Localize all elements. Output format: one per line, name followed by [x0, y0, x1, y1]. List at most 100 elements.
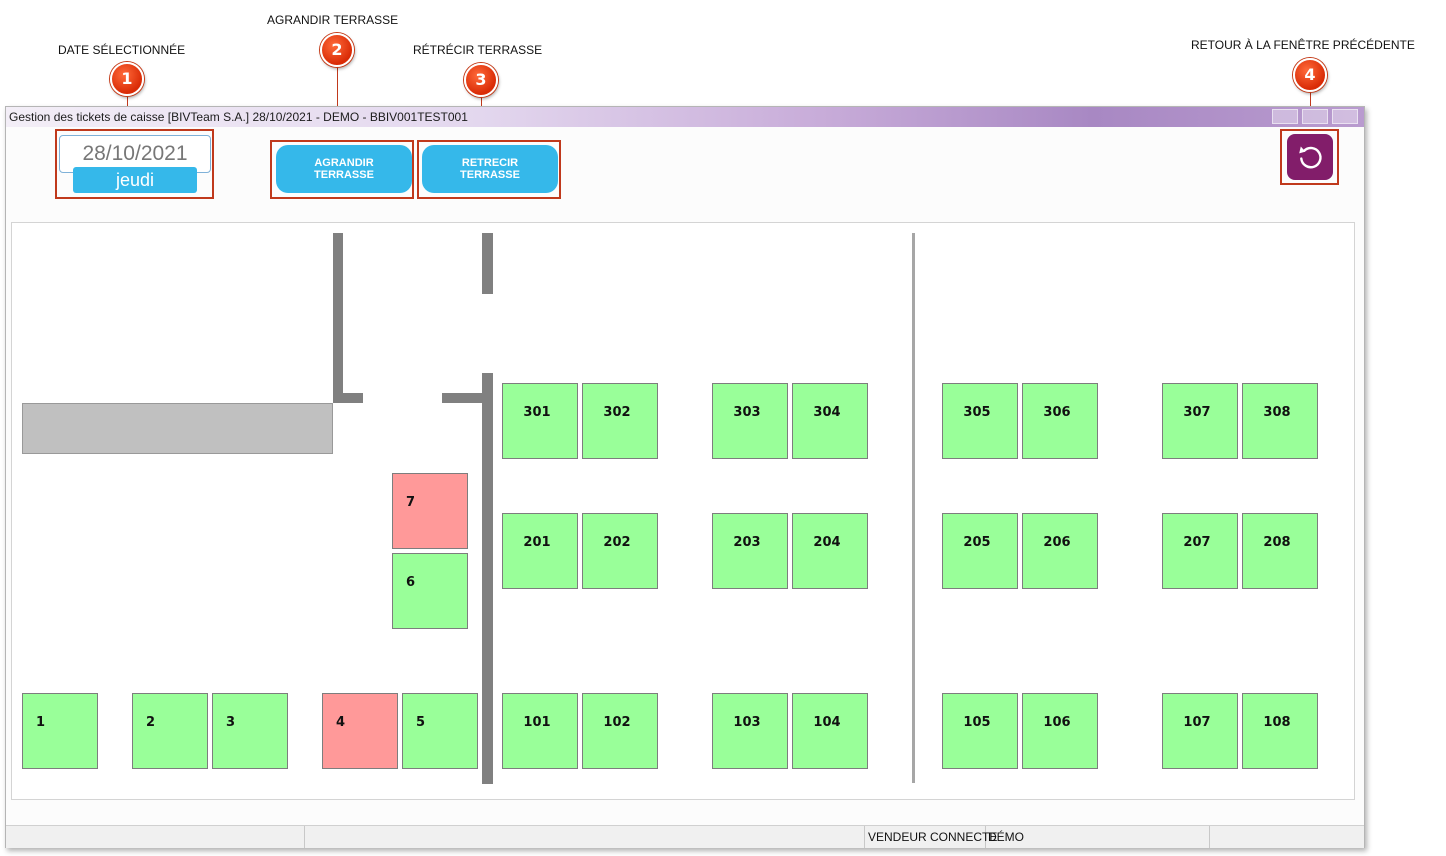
table-106[interactable]: 106	[1022, 693, 1098, 769]
table-308[interactable]: 308	[1242, 383, 1318, 459]
table-label: 107	[1183, 715, 1211, 730]
table-204[interactable]: 204	[792, 513, 868, 589]
table-306[interactable]: 306	[1022, 383, 1098, 459]
table-202[interactable]: 202	[582, 513, 658, 589]
status-separator	[864, 826, 865, 848]
table-207[interactable]: 207	[1162, 513, 1238, 589]
table-7[interactable]: 7	[392, 473, 468, 549]
table-label: 303	[733, 405, 761, 420]
wall-segment	[442, 393, 492, 403]
table-label: 102	[603, 715, 631, 730]
back-button[interactable]	[1287, 134, 1333, 180]
table-label: 304	[813, 405, 841, 420]
status-separator	[985, 826, 986, 848]
table-label: 203	[733, 535, 761, 550]
annotation-highlight-2	[270, 140, 414, 199]
enlarge-terrace-button[interactable]: AGRANDIR TERRASSE	[276, 145, 412, 193]
floor-plan: 1 2 3 4 5 6 7 301 302 303 304 305 306 30…	[11, 222, 1355, 800]
table-label: 7	[406, 495, 416, 510]
table-2[interactable]: 2	[132, 693, 208, 769]
annotation-highlight-3	[417, 140, 561, 199]
table-label: 208	[1263, 535, 1291, 550]
table-label: 104	[813, 715, 841, 730]
table-label: 204	[813, 535, 841, 550]
table-208[interactable]: 208	[1242, 513, 1318, 589]
window-title: Gestion des tickets de caisse [BIVTeam S…	[9, 110, 468, 124]
table-label: 302	[603, 405, 631, 420]
table-107[interactable]: 107	[1162, 693, 1238, 769]
selected-date-value: 28/10/2021	[82, 142, 188, 165]
table-203[interactable]: 203	[712, 513, 788, 589]
table-205[interactable]: 205	[942, 513, 1018, 589]
table-305[interactable]: 305	[942, 383, 1018, 459]
table-4[interactable]: 4	[322, 693, 398, 769]
annotation-highlight-1	[55, 129, 214, 199]
table-201[interactable]: 201	[502, 513, 578, 589]
selected-day-value: jeudi	[115, 170, 155, 190]
window-titlebar: Gestion des tickets de caisse [BIVTeam S…	[6, 107, 1364, 127]
table-label: 308	[1263, 405, 1291, 420]
table-108[interactable]: 108	[1242, 693, 1318, 769]
table-206[interactable]: 206	[1022, 513, 1098, 589]
annotation-highlight-4	[1280, 129, 1339, 185]
table-304[interactable]: 304	[792, 383, 868, 459]
table-103[interactable]: 103	[712, 693, 788, 769]
status-separator	[304, 826, 305, 848]
table-6[interactable]: 6	[392, 553, 468, 629]
maximize-button[interactable]	[1302, 109, 1328, 124]
annotation-callout-3: 3	[464, 63, 498, 97]
wall-segment	[482, 373, 493, 784]
window-controls	[1272, 109, 1358, 124]
table-label: 207	[1183, 535, 1211, 550]
wall-segment	[333, 233, 343, 403]
annotation-callout-4: 4	[1293, 58, 1327, 92]
divider-line	[912, 233, 915, 783]
annotation-connector-2	[337, 64, 338, 140]
table-label: 202	[603, 535, 631, 550]
table-label: 2	[146, 715, 156, 730]
table-label: 5	[416, 715, 426, 730]
table-104[interactable]: 104	[792, 693, 868, 769]
status-bar: VENDEUR CONNECTE DÉMO	[6, 825, 1364, 848]
selected-day-badge[interactable]: jeudi	[73, 167, 197, 193]
table-101[interactable]: 101	[502, 693, 578, 769]
table-label: 301	[523, 405, 551, 420]
seller-value: DÉMO	[988, 830, 1024, 844]
table-label: 108	[1263, 715, 1291, 730]
table-label: 201	[523, 535, 551, 550]
table-label: 106	[1043, 715, 1071, 730]
annotation-label-2: AGRANDIR TERRASSE	[267, 13, 399, 27]
table-label: 4	[336, 715, 346, 730]
annotation-label-4: RETOUR À LA FENÊTRE PRÉCÉDENTE	[1191, 38, 1415, 52]
table-label: 105	[963, 715, 991, 730]
table-label: 306	[1043, 405, 1071, 420]
table-3[interactable]: 3	[212, 693, 288, 769]
annotation-label-3: RÉTRÉCIR TERRASSE	[413, 43, 543, 57]
table-105[interactable]: 105	[942, 693, 1018, 769]
app-window: Gestion des tickets de caisse [BIVTeam S…	[5, 106, 1365, 848]
shrink-terrace-button[interactable]: RETRECIR TERRASSE	[422, 145, 558, 193]
table-303[interactable]: 303	[712, 383, 788, 459]
close-button[interactable]	[1332, 109, 1358, 124]
table-label: 205	[963, 535, 991, 550]
table-307[interactable]: 307	[1162, 383, 1238, 459]
minimize-button[interactable]	[1272, 109, 1298, 124]
table-label: 103	[733, 715, 761, 730]
undo-arrow-icon	[1299, 146, 1322, 169]
table-102[interactable]: 102	[582, 693, 658, 769]
table-1[interactable]: 1	[22, 693, 98, 769]
seller-label: VENDEUR CONNECTE	[868, 830, 998, 844]
table-label: 206	[1043, 535, 1071, 550]
table-301[interactable]: 301	[502, 383, 578, 459]
annotation-label-1: DATE SÉLECTIONNÉE	[58, 43, 186, 57]
status-separator	[1209, 826, 1210, 848]
table-label: 3	[226, 715, 236, 730]
table-label: 6	[406, 575, 416, 590]
wall-segment	[482, 233, 493, 294]
table-label: 305	[963, 405, 991, 420]
wall-segment	[333, 393, 363, 403]
table-5[interactable]: 5	[402, 693, 478, 769]
table-302[interactable]: 302	[582, 383, 658, 459]
table-label: 1	[36, 715, 46, 730]
bar-counter	[22, 403, 333, 454]
